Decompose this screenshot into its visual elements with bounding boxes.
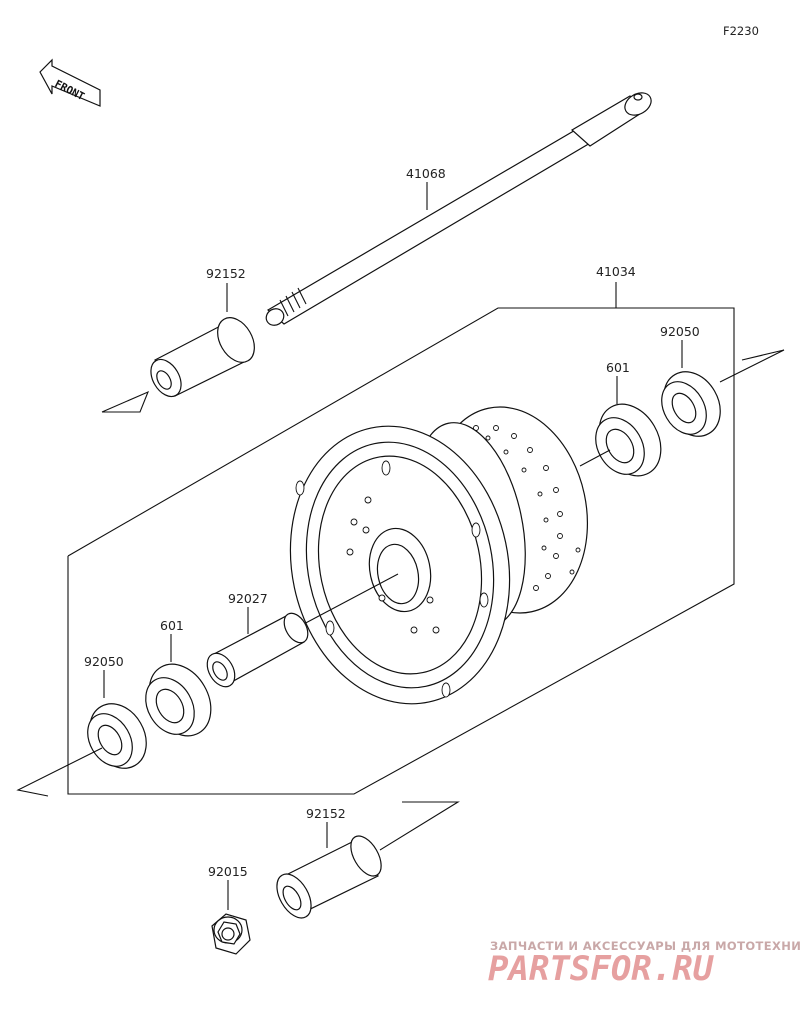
watermark-tagline: ЗАПЧАСТИ И АКСЕССУАРЫ ДЛЯ МОТОТЕХНИКИ: [490, 939, 800, 953]
label-nut: 92015: [208, 864, 248, 879]
watermark-brand: PARTSFOR.RU: [488, 949, 715, 989]
collar-left-part: [150, 317, 255, 398]
label-seal-right: 92050: [660, 324, 700, 339]
front-arrow-icon: FRONT: [39, 58, 101, 107]
label-bearing-right: 601: [606, 360, 630, 375]
label-spacer: 92027: [228, 591, 268, 606]
bearing-right-part: [595, 403, 662, 477]
axle-part: [265, 92, 652, 326]
label-axle: 41068: [406, 166, 446, 181]
label-collar-left: 92152: [206, 266, 246, 281]
bearing-left-part: [145, 663, 212, 737]
nut-part: [211, 913, 251, 955]
seal-left-part: [87, 703, 147, 769]
wheel-hub-part: [289, 422, 526, 705]
collar-bottom-part: [276, 835, 382, 919]
label-collar-bottom: 92152: [306, 806, 346, 821]
figure-id: F2230: [723, 24, 759, 38]
spacer-part: [206, 612, 309, 688]
label-bearing-left: 601: [160, 618, 184, 633]
seal-right-part: [661, 371, 721, 437]
label-seal-left: 92050: [84, 654, 124, 669]
label-hub-assembly: 41034: [596, 264, 636, 279]
